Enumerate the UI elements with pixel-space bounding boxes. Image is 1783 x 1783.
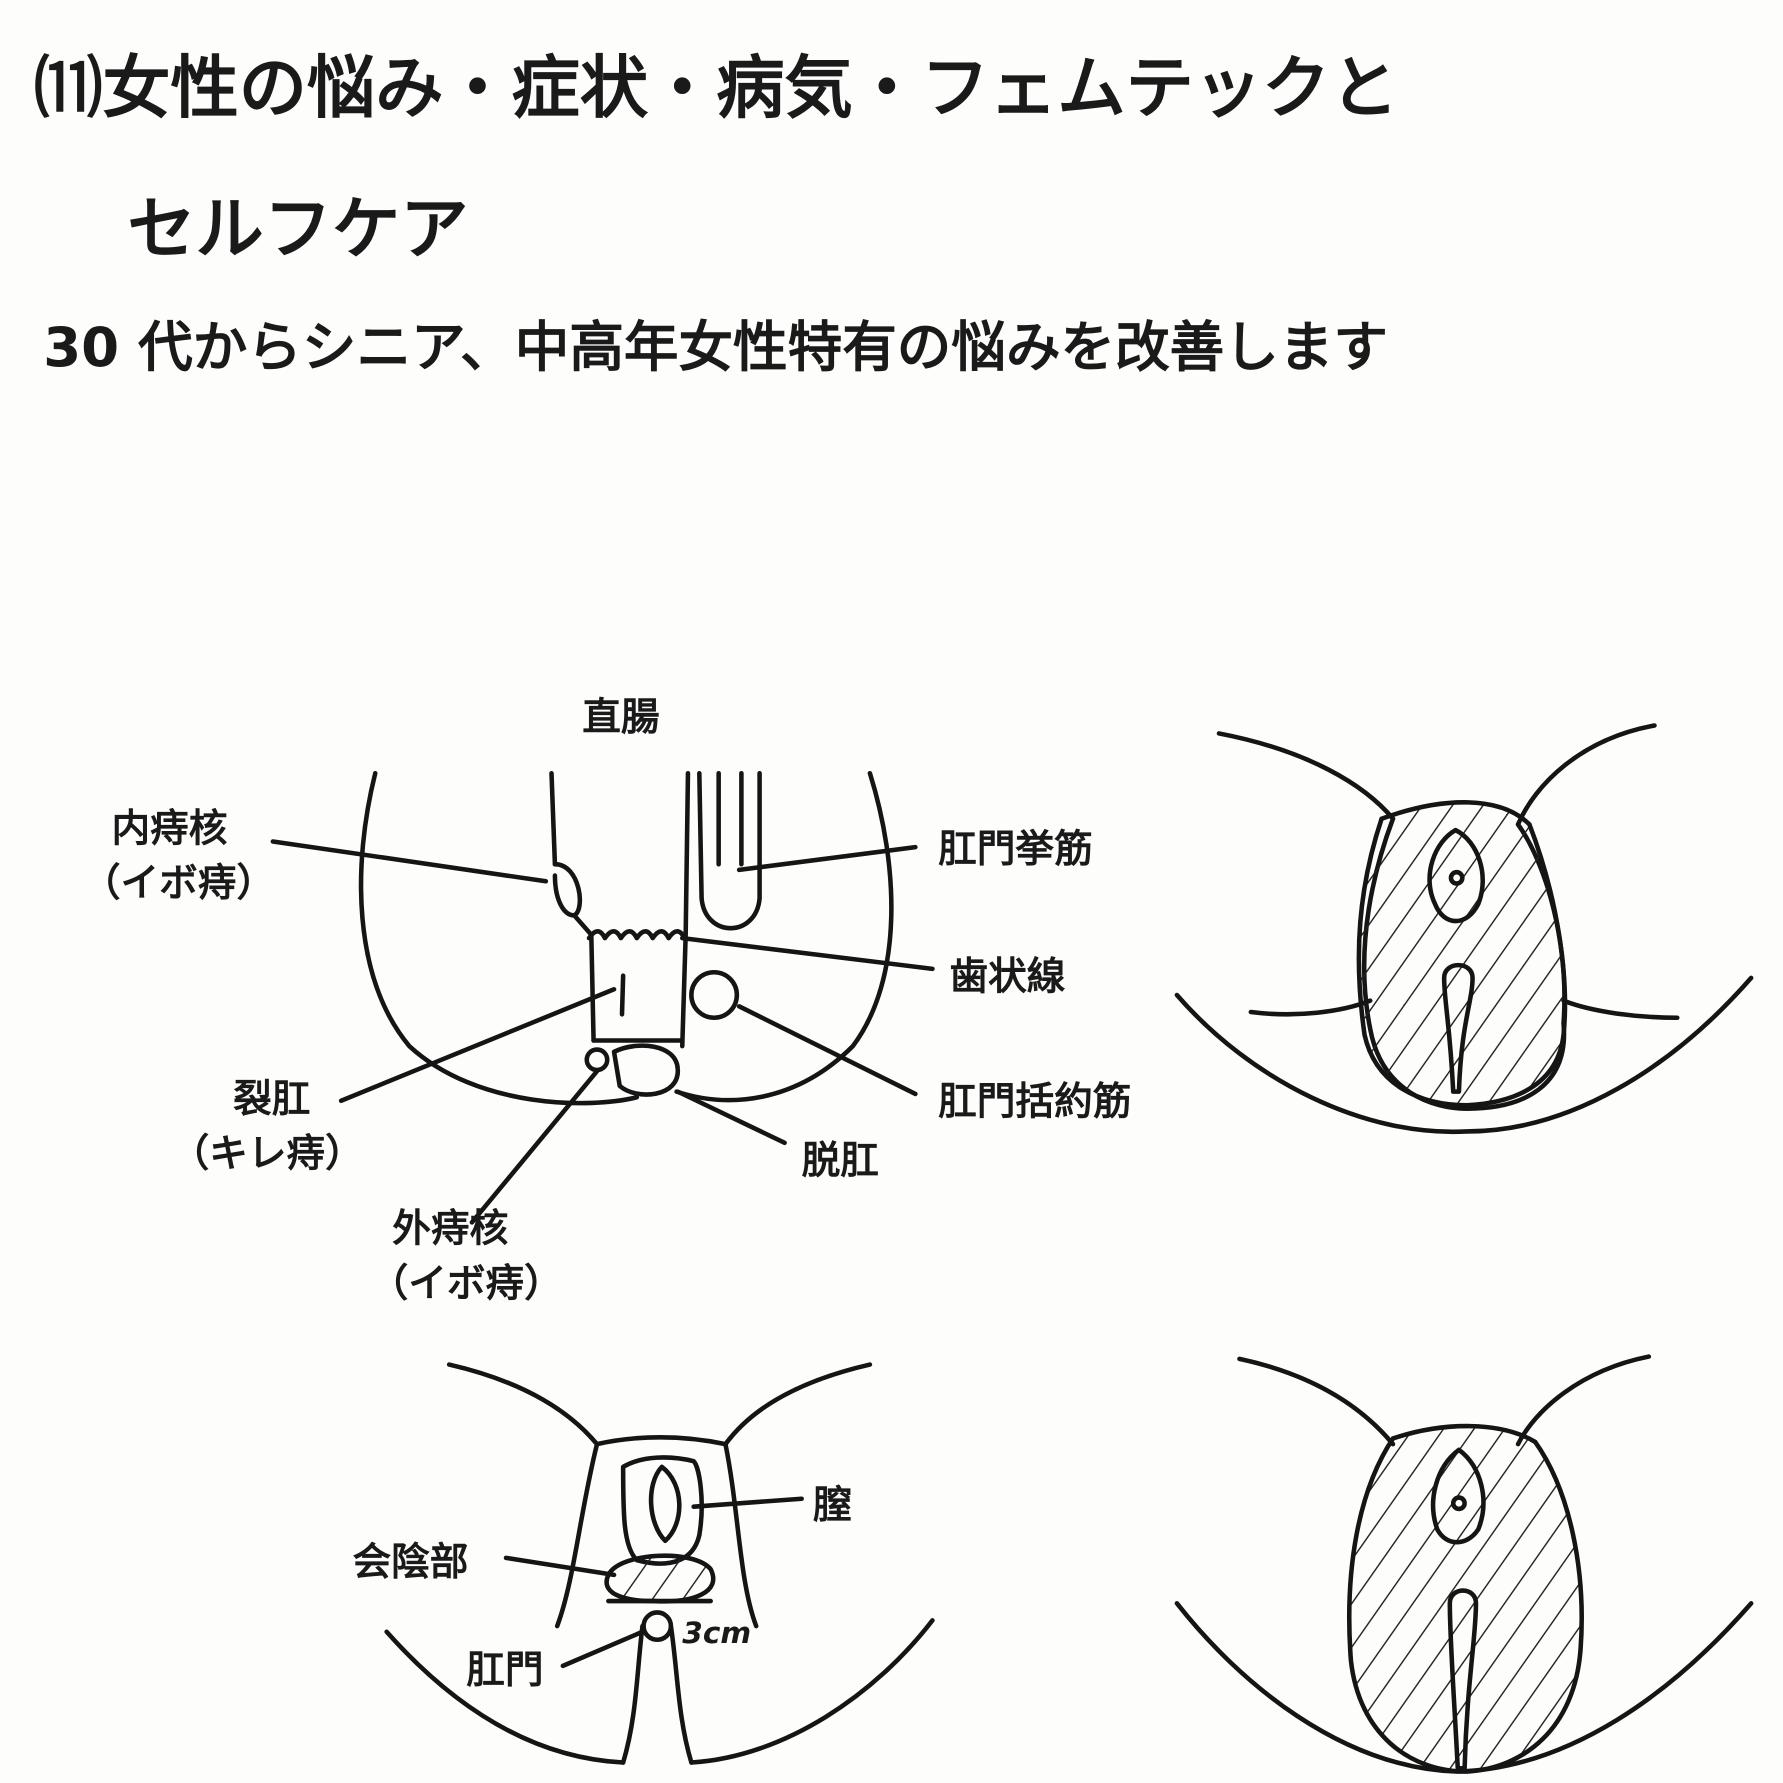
pelvic-diagram-bottom-right <box>1174 1354 1754 1774</box>
label-anal-sphincter: 肛門括約筋 <box>938 1079 1131 1124</box>
label-vagina: 膣 <box>813 1483 852 1528</box>
label-internal-hemorrhoid: 内痔核 <box>111 806 227 851</box>
page-subtitle: 30 代からシニア、中高年女性特有の悩みを改善します <box>43 315 1388 379</box>
label-internal-hemorrhoid-note: （イボ痔） <box>82 861 275 906</box>
label-anal-fissure: 裂肛 <box>233 1077 310 1122</box>
label-rectum: 直腸 <box>582 695 659 740</box>
label-anus: 肛門 <box>466 1648 543 1693</box>
label-dentate-line: 歯状線 <box>949 954 1065 999</box>
page-title-line2: セルフケア <box>127 190 468 269</box>
label-anal-fissure-note: （キレ痔） <box>171 1132 364 1177</box>
label-levator-ani: 肛門挙筋 <box>938 827 1093 872</box>
pelvic-diagram-top-right <box>1174 723 1754 1135</box>
label-prolapse: 脱肛 <box>802 1139 879 1184</box>
label-external-hemorrhoid: 外痔核 <box>392 1207 508 1252</box>
label-distance: 3cm <box>682 1616 751 1650</box>
anorectal-diagram <box>270 770 935 1225</box>
perineum-diagram <box>384 1362 935 1765</box>
label-perineum: 会陰部 <box>353 1540 469 1585</box>
label-external-hemorrhoid-note: （イボ痔） <box>370 1261 563 1306</box>
page-title-line1: ⑾女性の悩み・症状・病気・フェムテックと <box>34 49 1398 128</box>
sphincter-circle <box>689 969 740 1020</box>
